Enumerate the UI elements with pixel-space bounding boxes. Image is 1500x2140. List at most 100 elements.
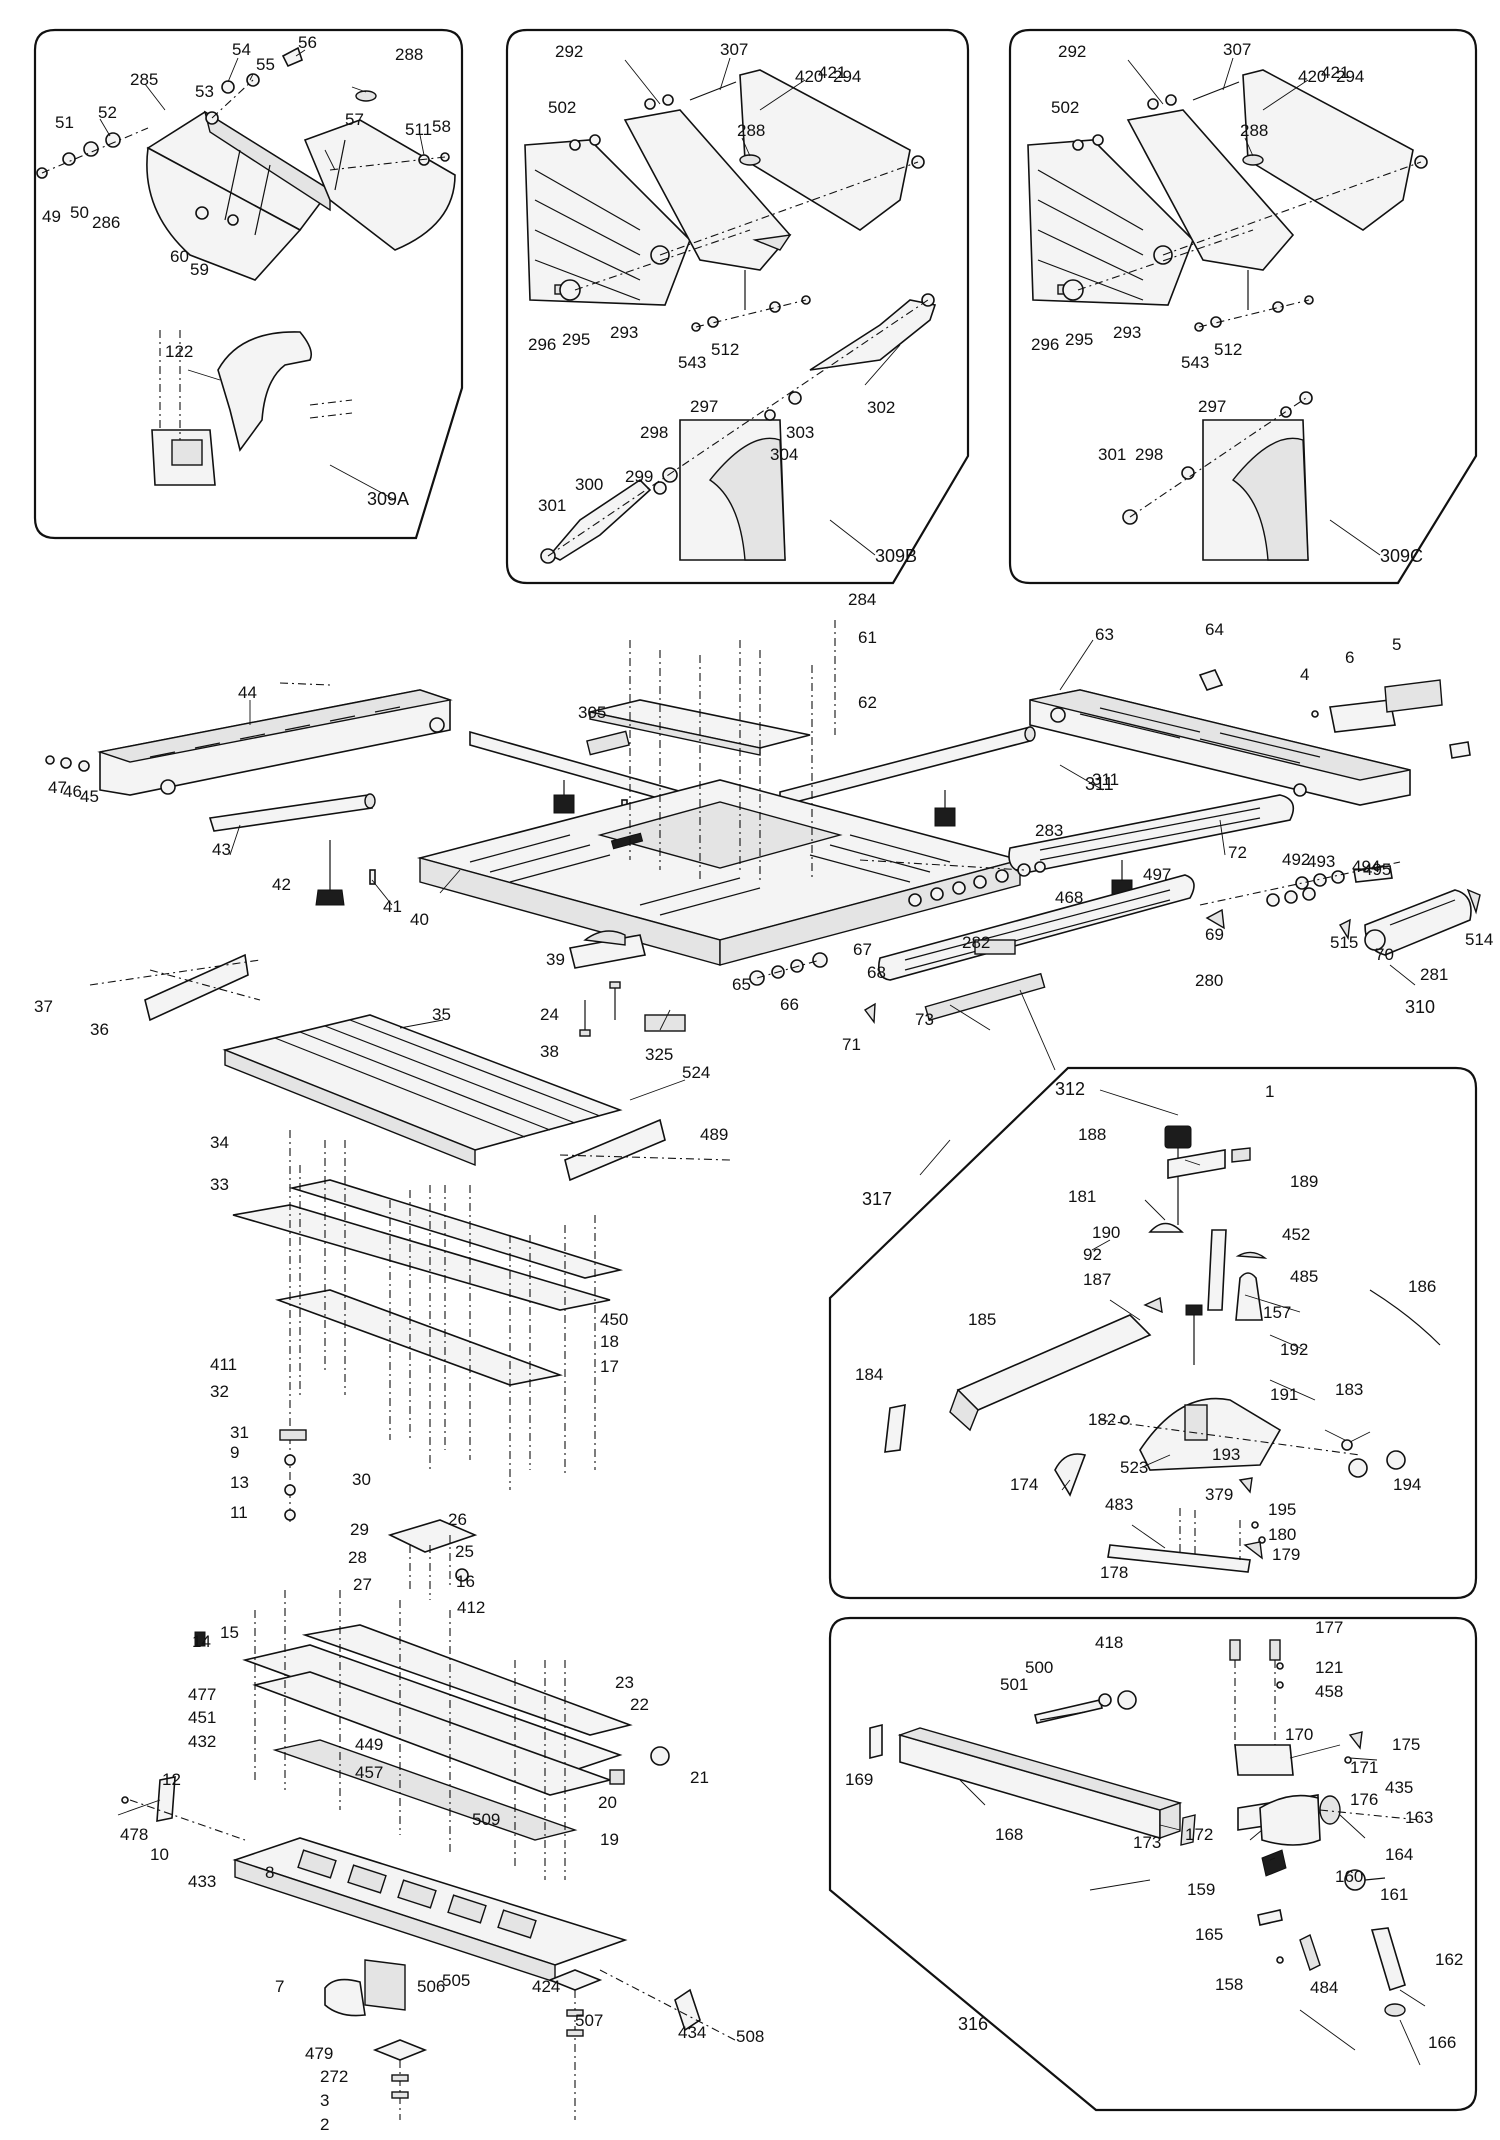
part-label: 523 bbox=[1120, 1458, 1148, 1477]
part-label: 512 bbox=[711, 340, 739, 359]
part-label: 193 bbox=[1212, 1445, 1240, 1464]
part-label: 296 bbox=[528, 335, 556, 354]
part-label: 10 bbox=[150, 1845, 169, 1864]
part-label: 162 bbox=[1435, 1950, 1463, 1969]
part-label: 68 bbox=[867, 963, 886, 982]
drawing-317 bbox=[884, 1125, 1441, 1573]
drawing-309b bbox=[524, 69, 937, 564]
part-label: 37 bbox=[34, 997, 53, 1016]
part-label: 452 bbox=[1282, 1225, 1310, 1244]
part-label: 301 bbox=[1098, 445, 1126, 464]
part-label: 64 bbox=[1205, 620, 1224, 639]
part-label: 71 bbox=[842, 1035, 861, 1054]
group-label-316: 316 bbox=[958, 2014, 988, 2034]
part-label: 32 bbox=[210, 1382, 229, 1401]
part-label: 301 bbox=[538, 496, 566, 515]
part-label: 379 bbox=[1205, 1485, 1233, 1504]
part-label: 47 bbox=[48, 778, 67, 797]
group-label-317: 317 bbox=[862, 1189, 892, 1209]
part-label: 185 bbox=[968, 1310, 996, 1329]
part-label: 468 bbox=[1055, 888, 1083, 907]
part-label: 121 bbox=[1315, 1658, 1343, 1677]
part-label: 484 bbox=[1310, 1978, 1338, 1997]
part-label: 168 bbox=[995, 1825, 1023, 1844]
part-label: 495 bbox=[1363, 860, 1391, 879]
part-label: 174 bbox=[1010, 1475, 1038, 1494]
part-label: 421 bbox=[818, 63, 846, 82]
frame-309c bbox=[1008, 28, 1478, 585]
part-label: 11 bbox=[230, 1503, 248, 1522]
part-label: 53 bbox=[195, 82, 214, 101]
frame-316 bbox=[828, 1616, 1478, 2112]
part-label: 192 bbox=[1280, 1340, 1308, 1359]
part-label: 507 bbox=[575, 2011, 603, 2030]
drawing-base bbox=[89, 953, 736, 2120]
part-label: 61 bbox=[858, 628, 877, 647]
part-label: 56 bbox=[298, 33, 317, 52]
part-label: 67 bbox=[853, 940, 872, 959]
part-label: 31 bbox=[230, 1423, 249, 1442]
part-label: 524 bbox=[682, 1063, 710, 1082]
part-label: 39 bbox=[546, 950, 565, 969]
part-label: 21 bbox=[690, 1768, 709, 1787]
part-label: 424 bbox=[532, 1977, 560, 1996]
part-label: 59 bbox=[190, 260, 209, 279]
part-label: 63 bbox=[1095, 625, 1114, 644]
part-label: 3 bbox=[320, 2091, 329, 2110]
part-label: 188 bbox=[1078, 1125, 1106, 1144]
part-label: 195 bbox=[1268, 1500, 1296, 1519]
part-label: 489 bbox=[700, 1125, 728, 1144]
part-label: 92 bbox=[1083, 1245, 1102, 1264]
part-label: 72 bbox=[1228, 843, 1247, 862]
part-label: 65 bbox=[732, 975, 751, 994]
part-label: 295 bbox=[562, 330, 590, 349]
part-label: 15 bbox=[220, 1623, 239, 1642]
part-label: 163 bbox=[1405, 1808, 1433, 1827]
frame-317 bbox=[828, 1066, 1478, 1600]
part-label: 170 bbox=[1285, 1725, 1313, 1744]
part-label: 58 bbox=[432, 117, 451, 136]
part-label: 281 bbox=[1420, 965, 1448, 984]
part-label: 272 bbox=[320, 2067, 348, 2086]
group-label-309b: 309B bbox=[875, 546, 917, 566]
part-label: 293 bbox=[1113, 323, 1141, 342]
group-label-309a: 309A bbox=[367, 489, 409, 509]
part-label: 509 bbox=[472, 1810, 500, 1829]
part-label: 186 bbox=[1408, 1277, 1436, 1296]
part-label: 27 bbox=[353, 1575, 372, 1594]
part-label: 44 bbox=[238, 683, 257, 702]
part-label: 60 bbox=[170, 247, 189, 266]
part-label: 166 bbox=[1428, 2033, 1456, 2052]
part-label: 500 bbox=[1025, 1658, 1053, 1677]
group-label-310: 310 bbox=[1405, 997, 1435, 1017]
part-label: 180 bbox=[1268, 1525, 1296, 1544]
part-label: 172 bbox=[1185, 1825, 1213, 1844]
part-label: 283 bbox=[1035, 821, 1063, 840]
part-label: 493 bbox=[1307, 852, 1335, 871]
part-label: 300 bbox=[575, 475, 603, 494]
part-label: 41 bbox=[383, 897, 402, 916]
part-label: 307 bbox=[1223, 40, 1251, 59]
part-label: 157 bbox=[1263, 1303, 1291, 1322]
part-label: 8 bbox=[265, 1863, 274, 1882]
part-label: 175 bbox=[1392, 1735, 1420, 1754]
part-label: 73 bbox=[915, 1010, 934, 1029]
part-label: 6 bbox=[1345, 648, 1354, 667]
part-label: 478 bbox=[120, 1825, 148, 1844]
part-label: 298 bbox=[640, 423, 668, 442]
part-label: 189 bbox=[1290, 1172, 1318, 1191]
group-label-309c: 309C bbox=[1380, 546, 1423, 566]
part-label: 295 bbox=[1065, 330, 1093, 349]
part-label: 184 bbox=[855, 1365, 883, 1384]
part-label: 418 bbox=[1095, 1633, 1123, 1652]
part-label: 288 bbox=[395, 45, 423, 64]
part-label: 450 bbox=[600, 1310, 628, 1329]
part-label: 66 bbox=[780, 995, 799, 1014]
part-label: 70 bbox=[1375, 945, 1394, 964]
part-label: 46 bbox=[63, 782, 82, 801]
part-label: 194 bbox=[1393, 1475, 1421, 1494]
part-label: 23 bbox=[615, 1673, 634, 1692]
part-label: 182 bbox=[1088, 1410, 1116, 1429]
part-label: 543 bbox=[1181, 353, 1209, 372]
part-label: 69 bbox=[1205, 925, 1224, 944]
